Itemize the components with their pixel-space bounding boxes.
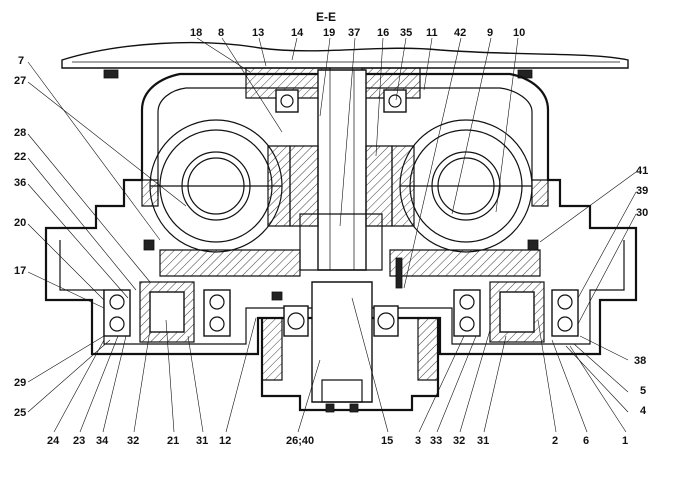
left-bearing-ball-2: [109, 316, 125, 332]
label-31-left: 31: [196, 435, 208, 447]
left-bearing-ball-4: [209, 316, 225, 332]
label-28: 28: [14, 127, 26, 139]
label-2: 2: [552, 435, 558, 447]
housing-outline: [44, 72, 638, 356]
label-6: 6: [583, 435, 589, 447]
label-17: 17: [14, 265, 26, 277]
label-15: 15: [381, 435, 393, 447]
top-bearing-right: [383, 89, 407, 113]
label-19: 19: [323, 27, 335, 39]
right-bearing-ball-3: [557, 294, 573, 310]
wall-right: [531, 179, 549, 207]
central-shaft: [317, 69, 367, 271]
label-32-left: 32: [127, 435, 139, 447]
left-bearing-inner: [203, 289, 231, 337]
output-shaft: [311, 281, 373, 403]
left-bearing-outer: [103, 289, 131, 337]
label-35: 35: [400, 27, 412, 39]
output-wall-right: [417, 317, 439, 381]
label-20: 20: [14, 217, 26, 229]
label-39: 39: [636, 185, 648, 197]
label-4: 4: [640, 405, 647, 417]
bolt-center-left: [271, 291, 283, 301]
label-3: 3: [415, 435, 421, 447]
top-cover-plate: [61, 41, 629, 69]
label-22: 22: [14, 151, 26, 163]
top-bearing-left: [275, 89, 299, 113]
left-gear-core: [149, 291, 185, 333]
left-gear-rim: [267, 145, 291, 227]
bolt-left: [103, 69, 119, 79]
right-label-group: 41 39 30 38 5 4: [634, 165, 648, 417]
label-30: 30: [636, 207, 648, 219]
label-33: 33: [430, 435, 442, 447]
inner-cover-line: [157, 87, 533, 180]
label-34: 34: [96, 435, 109, 447]
output-bearing-left-ball: [287, 312, 305, 330]
label-29: 29: [14, 377, 26, 389]
inner-pinion-right: [365, 145, 393, 227]
output-flange: [321, 379, 363, 403]
label-36: 36: [14, 177, 26, 189]
section-title: E-E: [316, 10, 336, 24]
label-41: 41: [636, 165, 648, 177]
right-gear-core: [499, 291, 535, 333]
shaft-lines: [329, 70, 355, 270]
output-wall-left: [261, 317, 283, 381]
shaft-collar: [299, 213, 383, 271]
output-bearing-right-ball: [377, 312, 395, 330]
label-26-40: 26;40: [286, 435, 314, 447]
left-bearing-ball-1: [109, 294, 125, 310]
right-bearing-ball-4: [557, 316, 573, 332]
flange-bolt-1: [325, 403, 335, 413]
leader-lines-left: [27, 61, 187, 413]
pin-center-right: [395, 257, 403, 289]
bottom-label-group: 24 23 34 32 21 31 12 26;40 15 3 33 32 31…: [47, 435, 628, 447]
mid-plate-right: [389, 249, 541, 277]
label-13: 13: [252, 27, 264, 39]
leader-lines-bottom: [53, 297, 627, 433]
mid-plate-left: [159, 249, 301, 277]
label-9: 9: [487, 27, 493, 39]
top-bearing-left-ball: [280, 94, 294, 108]
top-bearing-right-ball: [388, 94, 402, 108]
right-bearing-inner: [453, 289, 481, 337]
top-label-group: 18 8 13 14 19 37 16 35 11 42 9 10: [190, 27, 525, 39]
label-31-right: 31: [477, 435, 489, 447]
bolt-mid-right: [527, 239, 539, 251]
leader-lines-right: [539, 171, 637, 413]
label-11: 11: [426, 27, 438, 39]
label-25: 25: [14, 407, 26, 419]
inner-pinion-left: [289, 145, 319, 227]
label-14: 14: [291, 27, 304, 39]
label-37: 37: [348, 27, 360, 39]
label-21: 21: [167, 435, 179, 447]
label-7: 7: [18, 55, 24, 67]
label-38: 38: [634, 355, 646, 367]
label-10: 10: [513, 27, 525, 39]
left-bearing-ball-3: [209, 294, 225, 310]
label-32-right: 32: [453, 435, 465, 447]
label-12: 12: [219, 435, 231, 447]
label-18: 18: [190, 27, 202, 39]
label-42: 42: [454, 27, 466, 39]
label-1: 1: [622, 435, 628, 447]
label-8: 8: [218, 27, 224, 39]
right-gear-rim: [391, 145, 415, 227]
label-16: 16: [377, 27, 389, 39]
label-23: 23: [73, 435, 85, 447]
label-5: 5: [640, 385, 646, 397]
right-bearing-ball-2: [459, 316, 475, 332]
left-label-group: 7 27 28 22 36 20 17 29 25: [14, 55, 26, 419]
label-24: 24: [47, 435, 60, 447]
right-bearing-ball-1: [459, 294, 475, 310]
leader-lines-top: [196, 37, 519, 289]
label-27: 27: [14, 75, 26, 87]
flange-bolt-2: [349, 403, 359, 413]
right-bearing-outer: [551, 289, 579, 337]
bolt-mid-left: [143, 239, 155, 251]
